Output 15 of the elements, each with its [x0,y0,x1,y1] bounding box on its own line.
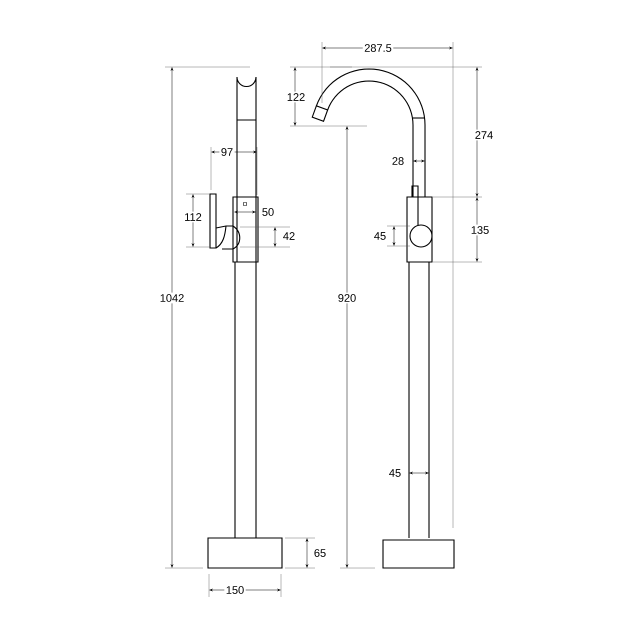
dimension-label: 45 [372,230,388,242]
dimension-label: 50 [260,206,276,218]
dimension-label: 1042 [158,292,186,304]
dimension-label: 42 [281,230,297,242]
dimension-label: 112 [182,212,204,222]
dimension-label: 150 [224,584,246,596]
dimension-label: 45 [387,468,403,478]
dimension-label: 28 [390,156,406,166]
dimension-label: 920 [336,292,358,304]
dimension-label: 97 [219,146,235,158]
dimension-label: 287.5 [362,42,394,54]
dimension-label: 274 [473,130,495,140]
dimension-label: 135 [469,224,491,236]
dimension-label: 65 [312,548,328,558]
dimension-label: 122 [285,92,307,102]
